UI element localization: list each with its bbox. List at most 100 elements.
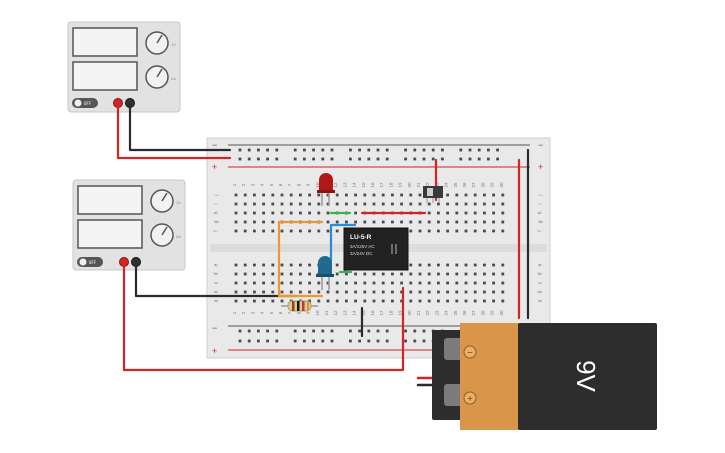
breadboard-hole[interactable] (446, 211, 449, 215)
breadboard-hole[interactable] (234, 299, 238, 303)
breadboard-hole[interactable] (326, 299, 330, 303)
breadboard-hole[interactable] (381, 299, 385, 303)
breadboard-hole[interactable] (234, 202, 238, 206)
breadboard-hole[interactable] (238, 339, 242, 343)
breadboard-hole[interactable] (455, 229, 459, 233)
breadboard-hole[interactable] (299, 229, 302, 233)
breadboard-hole[interactable] (446, 193, 449, 197)
breadboard-hole[interactable] (427, 202, 431, 206)
breadboard-hole[interactable] (473, 272, 477, 276)
breadboard-hole[interactable] (501, 272, 505, 276)
breadboard-hole[interactable] (409, 281, 413, 285)
breadboard-hole[interactable] (299, 272, 302, 276)
battery-9v[interactable]: − + 9V (432, 323, 657, 430)
breadboard-hole[interactable] (335, 299, 339, 303)
breadboard-hole[interactable] (253, 193, 256, 197)
breadboard-hole[interactable] (492, 272, 495, 276)
breadboard-hole[interactable] (303, 339, 306, 343)
power-supply-top[interactable]: 1V 0A OFF (67, 21, 181, 113)
breadboard-hole[interactable] (464, 220, 468, 224)
wire-top-supply-negative[interactable] (128, 101, 232, 152)
breadboard-hole[interactable] (321, 339, 325, 343)
breadboard-hole[interactable] (308, 202, 311, 206)
breadboard-hole[interactable] (275, 148, 279, 152)
breadboard-hole[interactable] (275, 339, 279, 343)
breadboard-hole[interactable] (372, 299, 376, 303)
breadboard-hole[interactable] (326, 229, 330, 233)
breadboard-hole[interactable] (289, 211, 293, 215)
breadboard-hole[interactable] (391, 290, 394, 294)
breadboard-hole[interactable] (303, 157, 306, 161)
breadboard-hole[interactable] (473, 202, 477, 206)
breadboard-hole[interactable] (262, 272, 265, 276)
breadboard-hole[interactable] (492, 299, 495, 303)
breadboard-hole[interactable] (262, 202, 265, 206)
breadboard-hole[interactable] (483, 202, 486, 206)
breadboard-hole[interactable] (459, 148, 463, 152)
breadboard-hole[interactable] (243, 281, 247, 285)
switch-slider[interactable] (427, 188, 433, 196)
breadboard-hole[interactable] (234, 211, 238, 215)
breadboard-hole[interactable] (358, 339, 361, 343)
breadboard-hole[interactable] (335, 229, 339, 233)
breadboard-hole[interactable] (483, 211, 486, 215)
breadboard-hole[interactable] (437, 220, 440, 224)
breadboard-hole[interactable] (271, 229, 275, 233)
breadboard-hole[interactable] (335, 220, 339, 224)
breadboard-hole[interactable] (354, 272, 357, 276)
breadboard-hole[interactable] (243, 290, 247, 294)
breadboard-hole[interactable] (427, 229, 431, 233)
breadboard-hole[interactable] (234, 229, 238, 233)
breadboard-hole[interactable] (473, 193, 477, 197)
breadboard-hole[interactable] (473, 290, 477, 294)
breadboard-hole[interactable] (363, 193, 367, 197)
breadboard-hole[interactable] (312, 329, 315, 333)
breadboard-hole[interactable] (321, 148, 325, 152)
breadboard-hole[interactable] (400, 281, 403, 285)
breadboard-hole[interactable] (253, 281, 256, 285)
breadboard-hole[interactable] (501, 299, 505, 303)
breadboard-hole[interactable] (349, 329, 352, 333)
breadboard-hole[interactable] (317, 202, 321, 206)
breadboard-hole[interactable] (437, 229, 440, 233)
breadboard-hole[interactable] (418, 299, 422, 303)
breadboard-hole[interactable] (418, 290, 422, 294)
breadboard-hole[interactable] (262, 299, 265, 303)
breadboard-hole[interactable] (446, 220, 449, 224)
breadboard-hole[interactable] (437, 299, 440, 303)
breadboard-hole[interactable] (289, 229, 293, 233)
breadboard-hole[interactable] (385, 148, 389, 152)
breadboard-hole[interactable] (330, 329, 334, 333)
breadboard-hole[interactable] (391, 193, 394, 197)
breadboard-hole[interactable] (262, 211, 265, 215)
breadboard-hole[interactable] (492, 202, 495, 206)
breadboard-hole[interactable] (234, 290, 238, 294)
breadboard-hole[interactable] (372, 220, 376, 224)
breadboard-hole[interactable] (483, 272, 486, 276)
breadboard-hole[interactable] (501, 281, 505, 285)
breadboard-hole[interactable] (326, 202, 330, 206)
breadboard-hole[interactable] (385, 157, 389, 161)
breadboard-hole[interactable] (349, 148, 352, 152)
breadboard-hole[interactable] (363, 290, 367, 294)
breadboard-hole[interactable] (437, 202, 440, 206)
breadboard-hole[interactable] (354, 193, 357, 197)
breadboard-hole[interactable] (501, 229, 505, 233)
breadboard-hole[interactable] (483, 263, 486, 267)
breadboard-hole[interactable] (280, 263, 284, 267)
breadboard-hole[interactable] (455, 211, 459, 215)
breadboard-hole[interactable] (376, 157, 380, 161)
breadboard-hole[interactable] (308, 263, 311, 267)
breadboard-hole[interactable] (496, 148, 499, 152)
breadboard-hole[interactable] (363, 272, 367, 276)
breadboard-hole[interactable] (400, 290, 403, 294)
breadboard-hole[interactable] (354, 211, 357, 215)
breadboard-hole[interactable] (483, 220, 486, 224)
breadboard-hole[interactable] (317, 193, 321, 197)
breadboard-hole[interactable] (400, 202, 403, 206)
breadboard-hole[interactable] (335, 290, 339, 294)
breadboard-hole[interactable] (308, 229, 311, 233)
breadboard-hole[interactable] (234, 281, 238, 285)
breadboard-hole[interactable] (335, 281, 339, 285)
wire-top-supply-positive[interactable] (116, 101, 232, 160)
